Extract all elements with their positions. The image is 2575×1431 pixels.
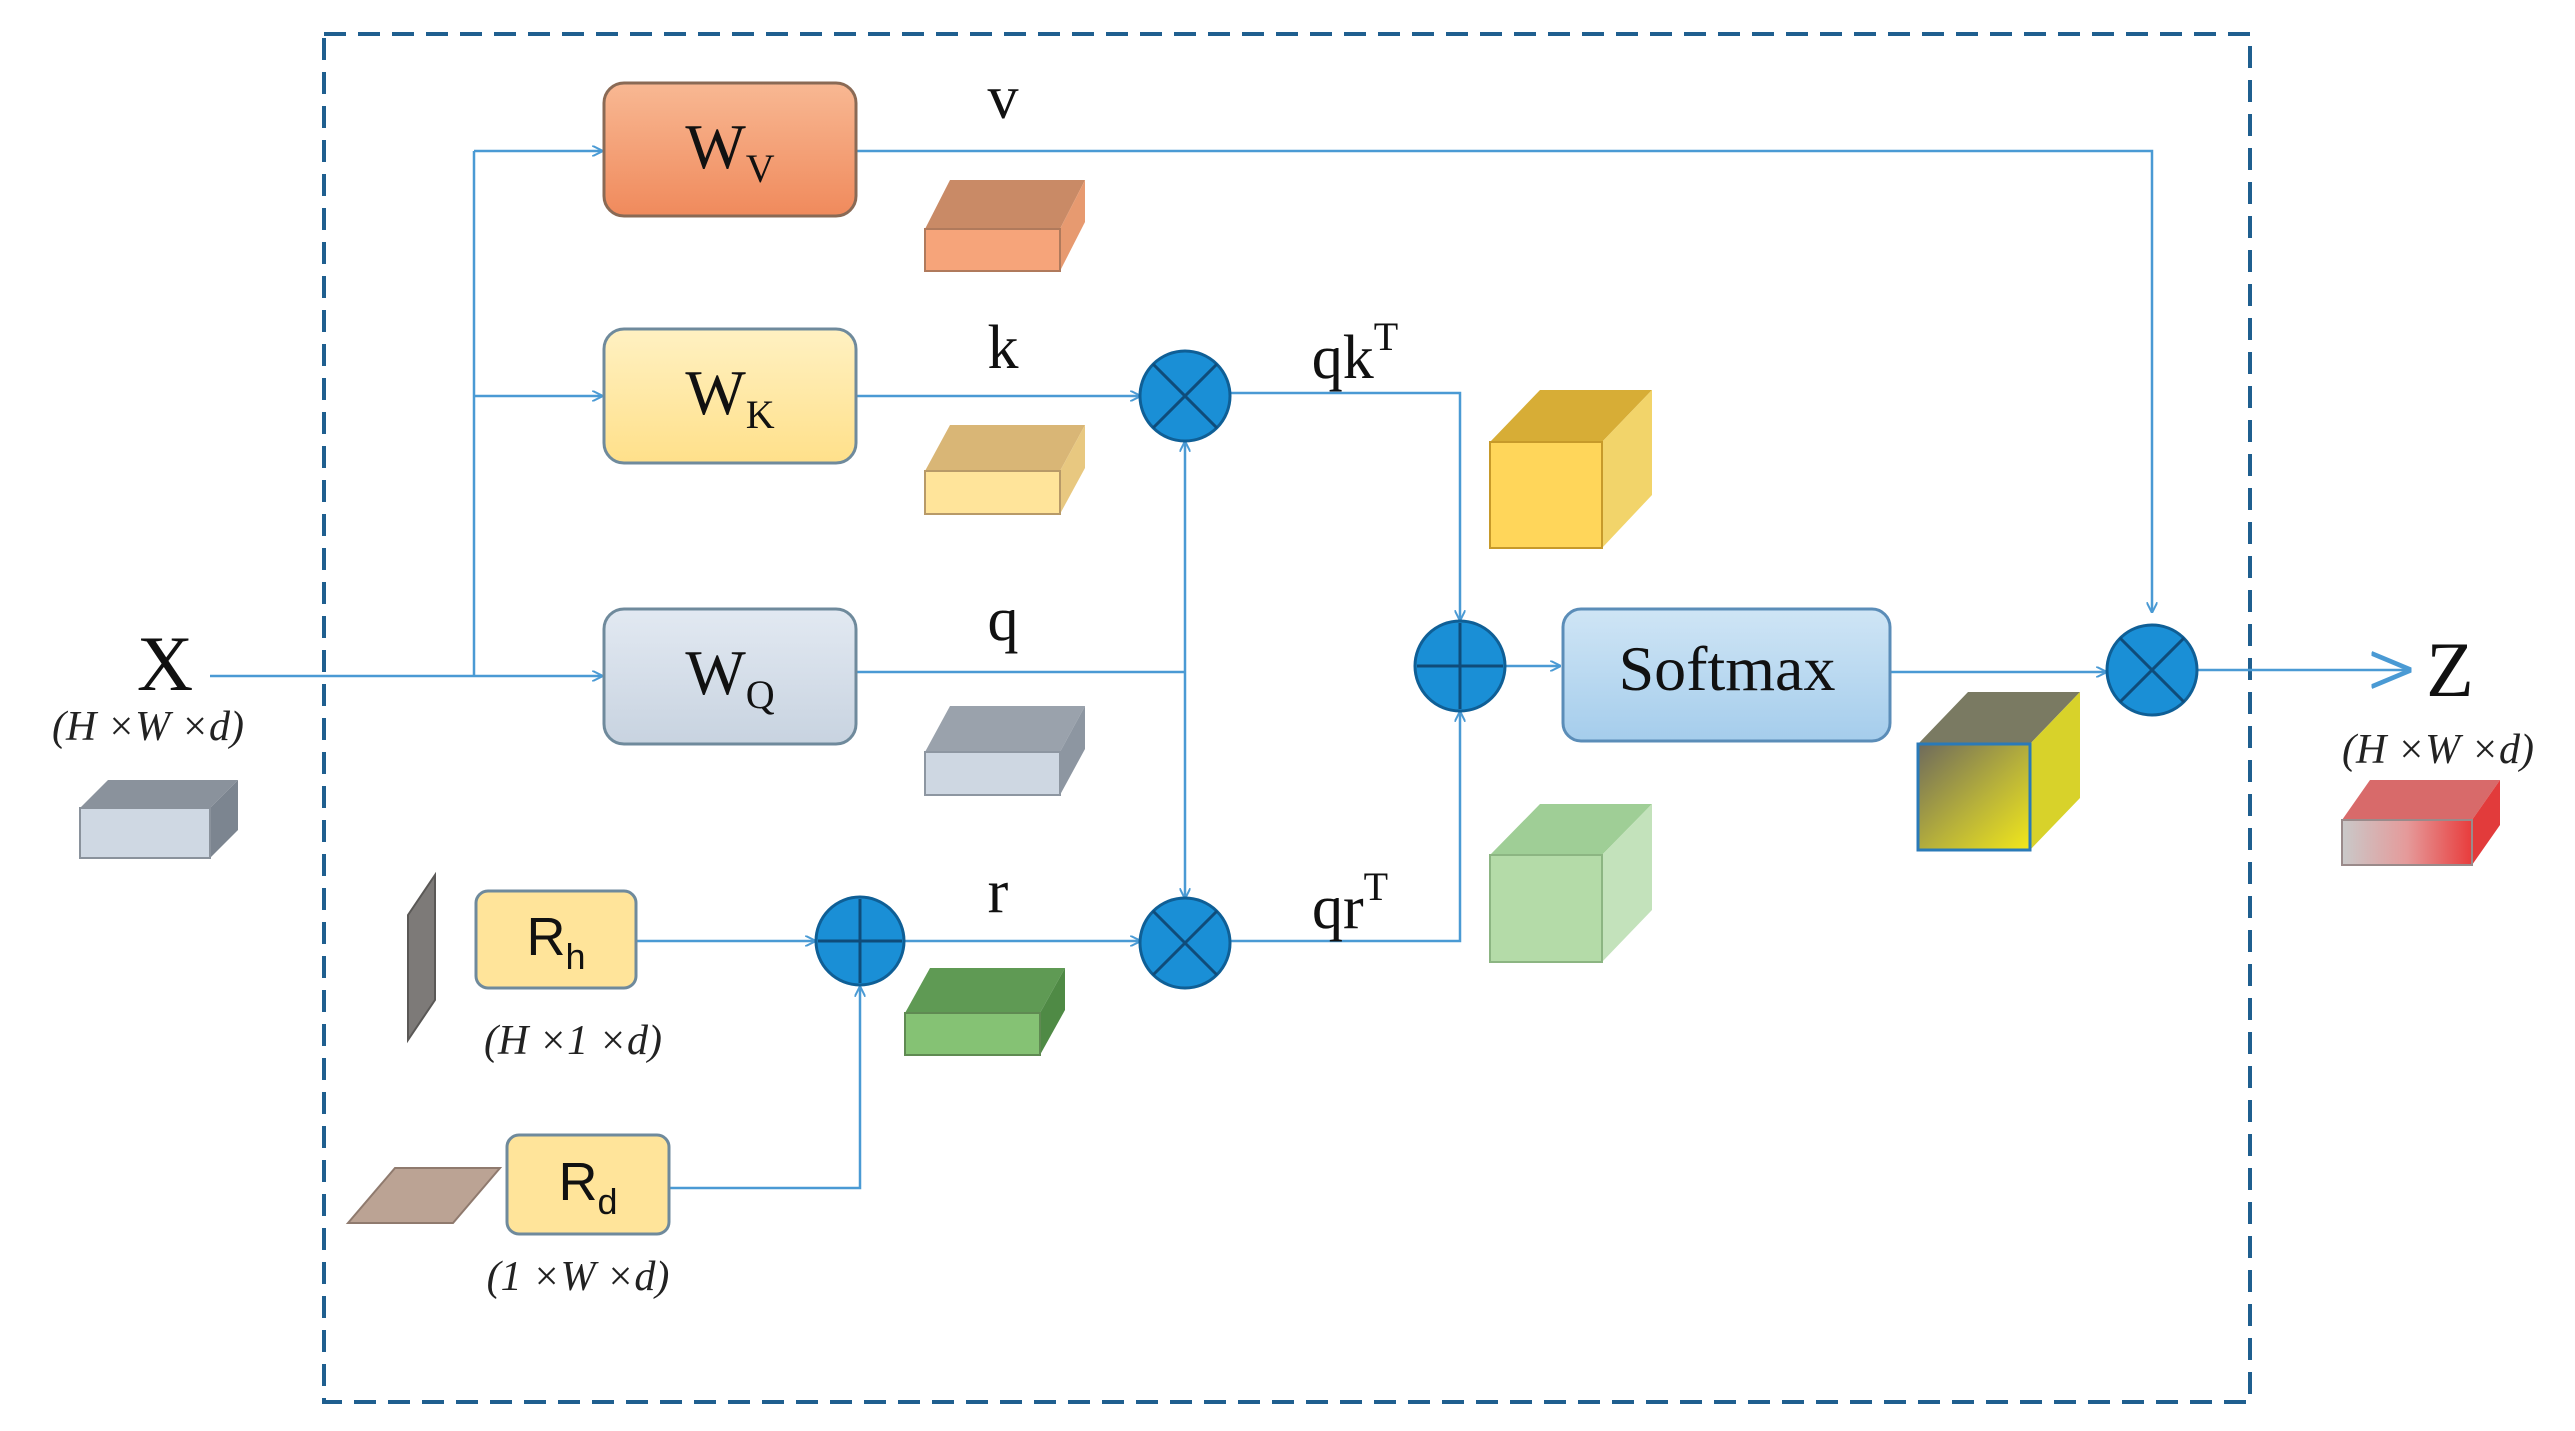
svg-text:Rh: Rh [526,907,585,977]
rh-sub: h [565,936,585,977]
multiply-operator-qr [1138,896,1232,990]
add-operator-center [1413,619,1507,713]
svg-text:WK: WK [685,357,774,437]
rd-box: Rd [505,1133,671,1236]
q-label: q [988,586,1019,654]
qr-main: qr [1312,874,1364,942]
wk-box: WK [602,327,858,465]
q-tensor-block [924,706,1085,796]
rd-dims: (1 ×W ×d) [487,1254,670,1300]
v-line [857,149,2152,612]
connectors [210,149,2408,1190]
rd-sub: d [597,1181,617,1222]
wq-sub: Q [746,672,775,717]
r-tensor-block [904,968,1065,1056]
v-label: v [988,64,1019,132]
multiply-operator-output [2105,623,2199,717]
output-dims: (H ×W ×d) [2342,727,2534,773]
rh-box: Rh [474,889,638,990]
wq-box: WQ [602,607,858,746]
rh-slab [407,871,436,1044]
svg-text:WV: WV [685,111,774,191]
multiply-operator-qk [1138,349,1232,443]
rd-main: R [558,1152,597,1212]
qk-sup: T [1374,314,1398,359]
k-tensor-block [924,425,1085,515]
wv-sub: V [746,146,775,191]
rd-slab [345,1167,503,1224]
add-operator-r [814,895,906,987]
qk-main: qk [1312,324,1374,392]
rh-dims: (H ×1 ×d) [484,1018,662,1064]
wk-main: W [685,357,746,428]
v-tensor-block [924,180,1085,272]
output-symbol: Z [2426,626,2474,713]
input-tensor-block [79,780,238,859]
wq-main: W [685,637,746,708]
qk-cube [1489,390,1652,549]
svg-text:WQ: WQ [685,637,774,717]
output-tensor-block [2341,780,2500,866]
wk-sub: K [746,392,775,437]
input-symbol: X [137,620,193,707]
input-dims: (H ×W ×d) [52,704,244,750]
qk-line [1230,391,1460,620]
rd-line [670,987,860,1190]
softmax-output-cube [1916,692,2080,852]
softmax-box: Softmax [1561,607,1892,743]
rh-main: R [526,907,565,967]
k-label: k [988,314,1019,382]
wv-box: WV [602,81,858,218]
svg-text:Rd: Rd [558,1152,617,1222]
module-border [322,32,2252,1404]
wv-main: W [685,111,746,182]
qr-sup: T [1364,864,1388,909]
qr-label: qrT [1312,864,1388,942]
qr-line [1230,712,1460,943]
qr-cube [1489,804,1652,963]
softmax-label: Softmax [1619,633,1836,704]
qk-label: qkT [1312,314,1398,392]
r-label: r [988,858,1009,926]
